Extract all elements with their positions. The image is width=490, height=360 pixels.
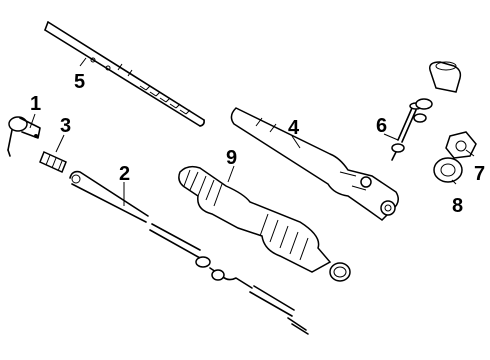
seal-ring-part — [433, 157, 463, 183]
inner-tie-rod-part — [69, 170, 309, 335]
tie-rod-end-part — [7, 116, 41, 157]
callout-7: 7 — [474, 163, 485, 185]
callout-5: 5 — [74, 71, 85, 93]
pinion-cap-part — [413, 61, 462, 123]
callout-4: 4 — [288, 117, 300, 139]
callout-2: 2 — [119, 163, 130, 185]
callout-8: 8 — [452, 195, 463, 217]
bellows-boot-part — [178, 165, 351, 282]
rack-housing-part — [230, 107, 399, 221]
callout-3: 3 — [60, 115, 71, 137]
leader-lines — [29, 57, 475, 206]
pinion-shaft-part — [391, 102, 423, 161]
rack-bar-part — [44, 21, 205, 127]
callout-9: 9 — [226, 147, 237, 169]
callout-1: 1 — [30, 93, 41, 115]
adjuster-sleeve-part — [39, 150, 67, 174]
callout-6: 6 — [376, 115, 387, 137]
